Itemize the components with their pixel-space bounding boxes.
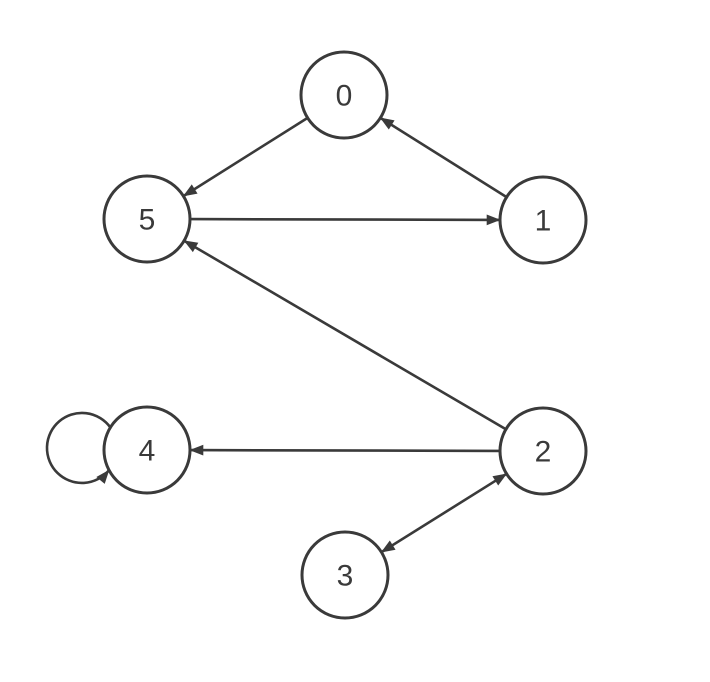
edge-0-5 xyxy=(182,116,309,198)
node-circle-3 xyxy=(300,530,390,620)
node-label-5: 5 xyxy=(139,204,156,237)
node-circle-5 xyxy=(102,174,192,264)
edge-1-0 xyxy=(379,116,508,199)
edges-layer xyxy=(45,116,508,554)
edge-2-3 xyxy=(380,472,508,554)
edge-4-4 xyxy=(45,411,112,485)
edge-2-5 xyxy=(183,239,507,431)
graph-node-4: 4 xyxy=(102,405,192,495)
graph-node-5: 5 xyxy=(102,174,192,264)
node-circle-0 xyxy=(299,50,389,140)
node-label-2: 2 xyxy=(535,436,552,469)
graph-node-0: 0 xyxy=(299,50,389,140)
edge-2-4 xyxy=(189,444,501,456)
edge-5-1 xyxy=(189,214,501,226)
node-circle-2 xyxy=(498,406,588,496)
node-circle-1 xyxy=(498,175,588,265)
nodes-layer: 0 1 2 3 4 5 xyxy=(102,50,588,620)
node-label-4: 4 xyxy=(139,435,156,468)
node-label-0: 0 xyxy=(336,80,353,113)
graph-node-3: 3 xyxy=(300,530,390,620)
graph-node-1: 1 xyxy=(498,175,588,265)
graph-node-2: 2 xyxy=(498,406,588,496)
node-circle-4 xyxy=(102,405,192,495)
node-label-1: 1 xyxy=(535,205,552,238)
node-label-3: 3 xyxy=(337,560,354,593)
